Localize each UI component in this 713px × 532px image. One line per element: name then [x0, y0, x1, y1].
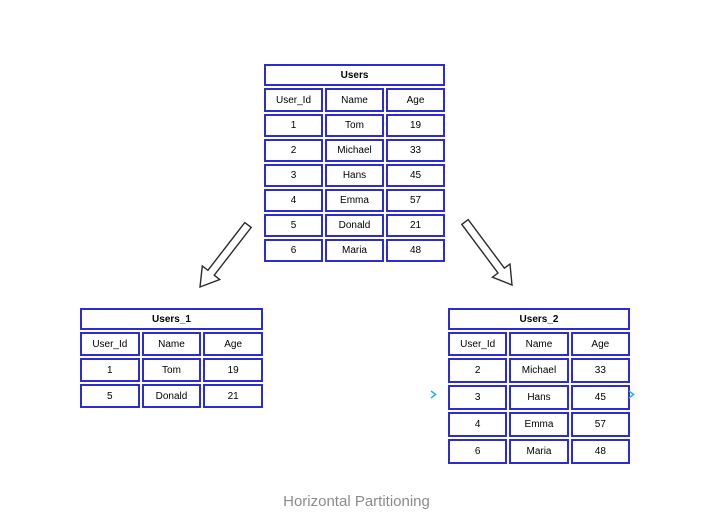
connector-point-icon — [628, 390, 635, 399]
header-cell: Name — [325, 88, 384, 112]
data-cell: 57 — [386, 189, 445, 212]
data-cell: Maria — [509, 439, 569, 464]
connector-point-icon — [430, 390, 437, 399]
data-cell: Emma — [325, 189, 384, 212]
header-cell: User_Id — [264, 88, 323, 112]
header-cell: Name — [509, 332, 569, 356]
header-cell: User_Id — [80, 332, 140, 356]
users-table: Users User_Id Name Age 1 Tom 19 2 Michae… — [262, 62, 447, 264]
table-row: 6 Maria 48 — [264, 239, 445, 262]
table-row: Users_1 — [80, 308, 263, 330]
data-cell: 21 — [386, 214, 445, 237]
data-cell: 6 — [448, 439, 508, 464]
data-cell: Donald — [141, 384, 202, 408]
data-cell: Emma — [509, 412, 569, 437]
table-row: 6 Maria 48 — [448, 439, 630, 464]
data-cell: 33 — [386, 139, 445, 162]
data-cell: 21 — [203, 384, 263, 408]
data-cell: Michael — [509, 358, 569, 383]
header-cell: Age — [386, 88, 445, 112]
data-cell: 48 — [570, 439, 630, 464]
table-row: 1 Tom 19 — [80, 358, 263, 382]
header-cell: Age — [203, 332, 263, 356]
data-cell: 1 — [80, 358, 140, 382]
table-row: 2 Michael 33 — [448, 358, 630, 383]
data-cell: 19 — [203, 358, 263, 382]
data-cell: Hans — [325, 164, 384, 187]
table-row: 4 Emma 57 — [264, 189, 445, 212]
table-row: Users — [264, 64, 445, 86]
data-cell: 3 — [264, 164, 323, 187]
users-2-table: Users_2 User_Id Name Age 2 Michael 33 3 … — [446, 306, 632, 466]
header-cell: Name — [141, 332, 202, 356]
data-cell: 48 — [386, 239, 445, 262]
table-row: 1 Tom 19 — [264, 114, 445, 137]
data-cell: Hans — [509, 385, 569, 410]
data-cell: 5 — [80, 384, 140, 408]
data-cell: Michael — [325, 139, 384, 162]
header-cell: Age — [570, 332, 630, 356]
header-cell: User_Id — [448, 332, 508, 356]
arrow-down-right-icon — [460, 218, 513, 287]
diagram-caption: Horizontal Partitioning — [283, 493, 430, 510]
arrow-down-left-icon — [199, 221, 253, 289]
data-cell: 4 — [448, 412, 508, 437]
table-row: 3 Hans 45 — [264, 164, 445, 187]
data-cell: Donald — [325, 214, 384, 237]
table-header-row: User_Id Name Age — [448, 332, 630, 356]
table-row: 4 Emma 57 — [448, 412, 630, 437]
users-1-table: Users_1 User_Id Name Age 1 Tom 19 5 Dona… — [78, 306, 265, 410]
data-cell: Maria — [325, 239, 384, 262]
table-header-row: User_Id Name Age — [80, 332, 263, 356]
table-row: 5 Donald 21 — [264, 214, 445, 237]
table-title: Users_1 — [80, 308, 263, 330]
table-row: Users_2 — [448, 308, 630, 330]
data-cell: 4 — [264, 189, 323, 212]
table-title: Users — [264, 64, 445, 86]
table-header-row: User_Id Name Age — [264, 88, 445, 112]
data-cell: 45 — [570, 385, 630, 410]
data-cell: 45 — [386, 164, 445, 187]
table-title: Users_2 — [448, 308, 630, 330]
data-cell: 2 — [448, 358, 508, 383]
data-cell: 19 — [386, 114, 445, 137]
data-cell: 6 — [264, 239, 323, 262]
data-cell: 2 — [264, 139, 323, 162]
table-row: 3 Hans 45 — [448, 385, 630, 410]
data-cell: 5 — [264, 214, 323, 237]
table-row: 5 Donald 21 — [80, 384, 263, 408]
data-cell: 3 — [448, 385, 508, 410]
data-cell: Tom — [325, 114, 384, 137]
table-row: 2 Michael 33 — [264, 139, 445, 162]
data-cell: Tom — [141, 358, 202, 382]
data-cell: 57 — [570, 412, 630, 437]
data-cell: 1 — [264, 114, 323, 137]
data-cell: 33 — [570, 358, 630, 383]
